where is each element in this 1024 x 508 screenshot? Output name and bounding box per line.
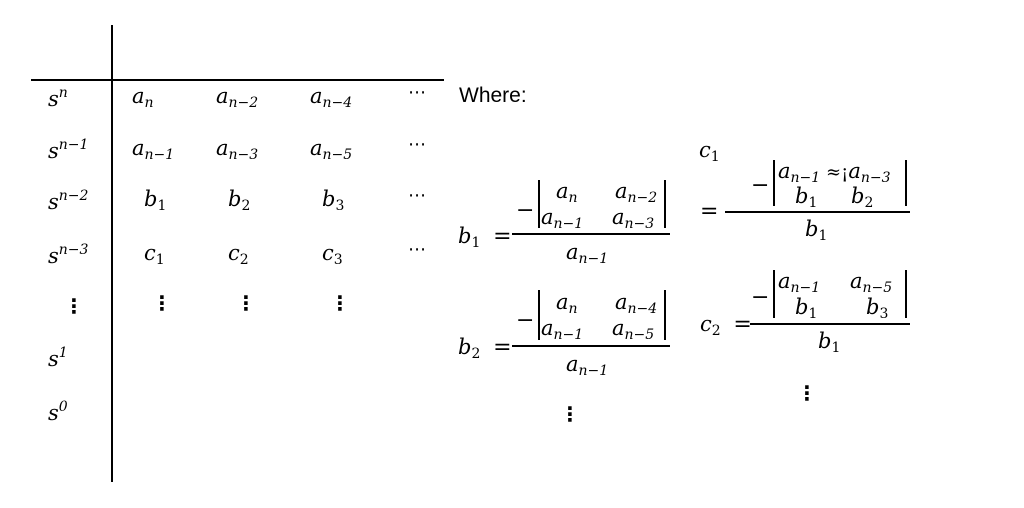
b2-det-a22: an−5	[612, 316, 655, 343]
c1-denominator: b1	[805, 217, 828, 244]
formulas-continue-vdots-right: ⋮	[797, 381, 817, 405]
table-cell: an−2	[216, 84, 259, 111]
table-cell: b2	[228, 187, 251, 214]
b1-det-left-bar	[538, 180, 540, 228]
table-cell: c3	[322, 241, 343, 268]
b1-det-right-bar	[664, 180, 666, 228]
table-cell: b1	[144, 187, 167, 214]
table-horizontal-rule	[31, 79, 444, 81]
row-continuation-dots: ⋯	[408, 82, 426, 103]
c2-det-left-bar	[773, 270, 775, 318]
row-continuation-dots: ⋯	[408, 239, 426, 260]
c1-lhs: c1	[699, 138, 720, 165]
b1-minus: −	[516, 198, 535, 223]
b2-det-a12: an−4	[615, 290, 658, 317]
row-label: sn−3	[48, 242, 89, 268]
b2-lhs: b2 =	[458, 335, 512, 362]
row-continuation-dots: ⋯	[408, 134, 426, 155]
table-cell: c2	[228, 241, 249, 268]
b1-lhs: b1 =	[458, 224, 512, 251]
row-label: s1	[48, 345, 68, 371]
c2-det-a21: b1	[795, 295, 818, 322]
row-continuation-dots: ⋯	[408, 185, 426, 206]
c1-det-a22: b2	[851, 184, 874, 211]
b1-fraction-bar	[512, 233, 670, 235]
table-cell: ⋮	[330, 291, 350, 315]
table-cell: an	[132, 84, 154, 111]
c1-equals: =	[700, 199, 719, 224]
c2-denominator: b1	[818, 329, 841, 356]
c1-det-a21: b1	[795, 184, 818, 211]
b1-det-a12: an−2	[615, 179, 658, 206]
table-cell: an−4	[310, 84, 353, 111]
table-cell: ⋮	[152, 291, 172, 315]
c1-minus: −	[751, 173, 770, 198]
table-cell: b3	[322, 187, 345, 214]
b2-det-right-bar	[664, 290, 666, 340]
table-cell: an−5	[310, 136, 353, 163]
c2-fraction-bar	[750, 323, 910, 325]
b2-denominator: an−1	[566, 352, 609, 379]
c2-det-a22: b3	[866, 295, 889, 322]
where-label: Where:	[459, 84, 527, 107]
c1-det-left-bar	[773, 160, 775, 206]
row-label: ⋮	[64, 294, 84, 318]
b2-det-a21: an−1	[541, 316, 584, 343]
b1-det-a21: an−1	[541, 205, 584, 232]
c1-det-a11: an−1	[778, 159, 821, 186]
c2-det-right-bar	[905, 270, 907, 318]
c2-lhs: c2 =	[700, 312, 752, 339]
table-cell: an−3	[216, 136, 259, 163]
b2-fraction-bar	[512, 345, 670, 347]
c2-det-a12: an−5	[850, 269, 893, 296]
b2-det-a11: an	[556, 290, 578, 317]
c1-det-right-bar	[905, 160, 907, 206]
c2-minus: −	[751, 285, 770, 310]
table-cell: an−1	[132, 136, 175, 163]
row-label: sn	[48, 85, 68, 111]
b1-det-a11: an	[556, 179, 578, 206]
row-label: sn−2	[48, 188, 89, 214]
c1-fraction-bar	[725, 211, 910, 213]
table-cell: c1	[144, 241, 165, 268]
row-label: s0	[48, 399, 68, 425]
b2-det-left-bar	[538, 290, 540, 340]
formulas-continue-vdots-left: ⋮	[560, 402, 580, 426]
row-label: sn−1	[48, 137, 89, 163]
b2-minus: −	[516, 308, 535, 333]
b1-denominator: an−1	[566, 240, 609, 267]
table-cell: ⋮	[236, 291, 256, 315]
c2-det-a11: an−1	[778, 269, 821, 296]
b1-det-a22: an−3	[612, 205, 655, 232]
c1-det-a12: ≈¡an−3	[826, 159, 891, 186]
table-vertical-rule	[111, 25, 113, 482]
